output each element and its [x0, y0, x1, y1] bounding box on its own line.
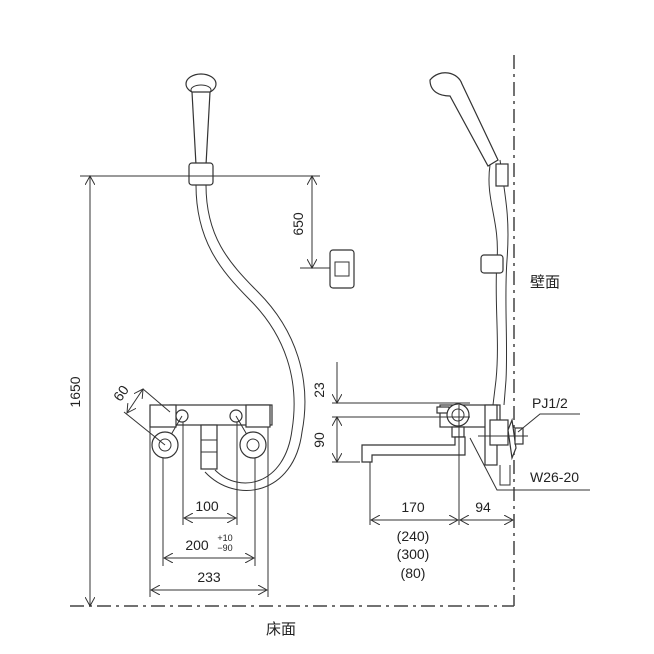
dim-1650: 1650: [67, 376, 83, 407]
dim-170: 170: [401, 499, 425, 515]
dim-90: 90: [311, 432, 327, 448]
side-view: 23 90 170 94 (240) (300) (80) PJ1/2 W26-…: [311, 72, 590, 581]
shower-holder: [329, 249, 355, 289]
faucet-body-side: [361, 403, 528, 486]
dim-233: 233: [197, 569, 221, 585]
dim-300: (300): [397, 546, 430, 562]
hand-shower-side: [429, 72, 499, 167]
dim-60: 60: [110, 382, 132, 404]
label-pj12: PJ1/2: [532, 395, 568, 411]
dim-240: (240): [397, 528, 430, 544]
front-view: 1650 650 60 100 200 +10 −90 233: [67, 73, 355, 606]
label-floor: 床面: [266, 621, 296, 638]
hand-shower-front: [185, 73, 217, 186]
dim-94: 94: [475, 499, 491, 515]
dim-200: 200: [185, 537, 209, 553]
dim-650: 650: [290, 212, 306, 236]
dim-100: 100: [195, 498, 219, 514]
label-wall: 壁面: [530, 274, 560, 291]
dim-80: (80): [401, 565, 426, 581]
label-w26-20: W26-20: [530, 469, 579, 485]
faucet-body-front: [149, 404, 273, 470]
tolerance-minus: −90: [217, 543, 232, 553]
tolerance-plus: +10: [217, 533, 232, 543]
dim-23: 23: [311, 382, 327, 398]
